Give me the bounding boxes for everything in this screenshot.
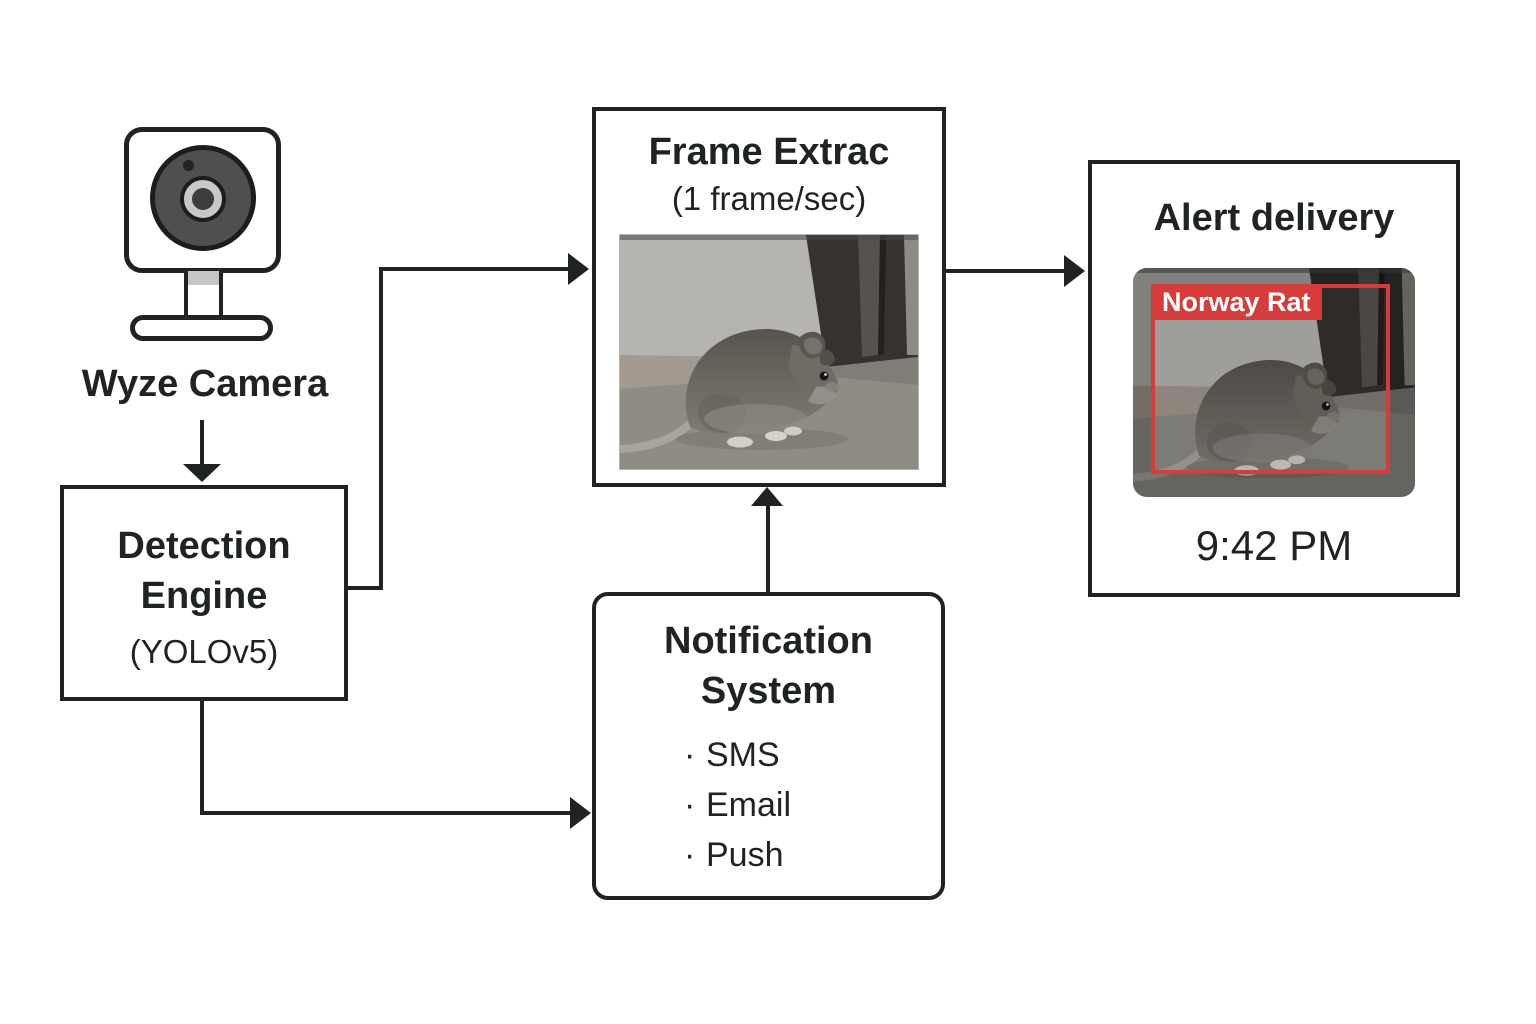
arrow-camera-to-detection-shaft	[200, 420, 204, 466]
detection-engine-box: Detection Engine (YOLOv5)	[60, 485, 348, 701]
frame-extraction-box: Frame Extrac (1 frame/sec)	[592, 107, 946, 487]
rat-photo	[619, 234, 919, 470]
arrow-frame-to-alert-head	[1064, 255, 1085, 287]
connector-detection-to-frame-seg1	[348, 586, 381, 590]
bullet-icon: ·	[684, 736, 696, 774]
bullet-icon: ·	[684, 786, 696, 824]
arrow-camera-to-detection-head	[183, 464, 221, 482]
alert-snapshot-image: Norway Rat	[1133, 268, 1415, 497]
notification-system-title-line1: Notification	[664, 620, 873, 662]
detection-engine-title-line2: Engine	[140, 575, 268, 617]
connector-detection-to-frame-seg3	[379, 267, 569, 271]
bullet-icon: ·	[684, 836, 696, 874]
list-item: · Email	[684, 780, 941, 830]
alert-timestamp: 9:42 PM	[1195, 522, 1353, 569]
detection-class-label: Norway Rat	[1151, 284, 1322, 320]
arrow-detection-to-frame-head	[568, 253, 589, 285]
camera-label: Wyze Camera	[81, 363, 329, 405]
arrow-notification-to-frame-shaft	[766, 506, 770, 592]
connector-detection-to-frame-seg2	[379, 267, 383, 590]
connector-detection-to-notification-seg1	[200, 701, 204, 815]
arrow-notification-to-frame-head	[751, 487, 783, 506]
list-item: · SMS	[684, 730, 941, 780]
arrow-detection-to-notification-head	[570, 797, 591, 829]
notification-system-box: Notification System · SMS · Email · Push	[592, 592, 945, 900]
notification-channel-sms: SMS	[706, 736, 780, 774]
camera-lens-pupil-icon	[192, 188, 214, 210]
camera-neck	[184, 271, 223, 317]
detection-engine-title-line1: Detection	[117, 525, 291, 567]
camera-status-dot-icon	[183, 160, 194, 171]
arrow-frame-to-alert-shaft	[946, 269, 1065, 273]
list-item: · Push	[684, 830, 941, 880]
alert-delivery-box: Alert delivery Norway Rat 9:42 PM	[1088, 160, 1460, 597]
camera-neck-band	[188, 271, 219, 285]
notification-channel-push: Push	[706, 836, 784, 874]
notification-channel-email: Email	[706, 786, 792, 824]
frame-extraction-subtitle: (1 frame/sec)	[671, 180, 867, 217]
alert-delivery-title: Alert delivery	[1153, 197, 1395, 239]
notification-system-title-line2: System	[700, 670, 837, 712]
notification-channel-list: · SMS · Email · Push	[596, 730, 941, 880]
camera-base	[130, 315, 273, 341]
detection-engine-subtitle: (YOLOv5)	[129, 633, 279, 670]
connector-detection-to-notification-seg2	[200, 811, 571, 815]
frame-extraction-title: Frame Extrac	[648, 131, 890, 173]
